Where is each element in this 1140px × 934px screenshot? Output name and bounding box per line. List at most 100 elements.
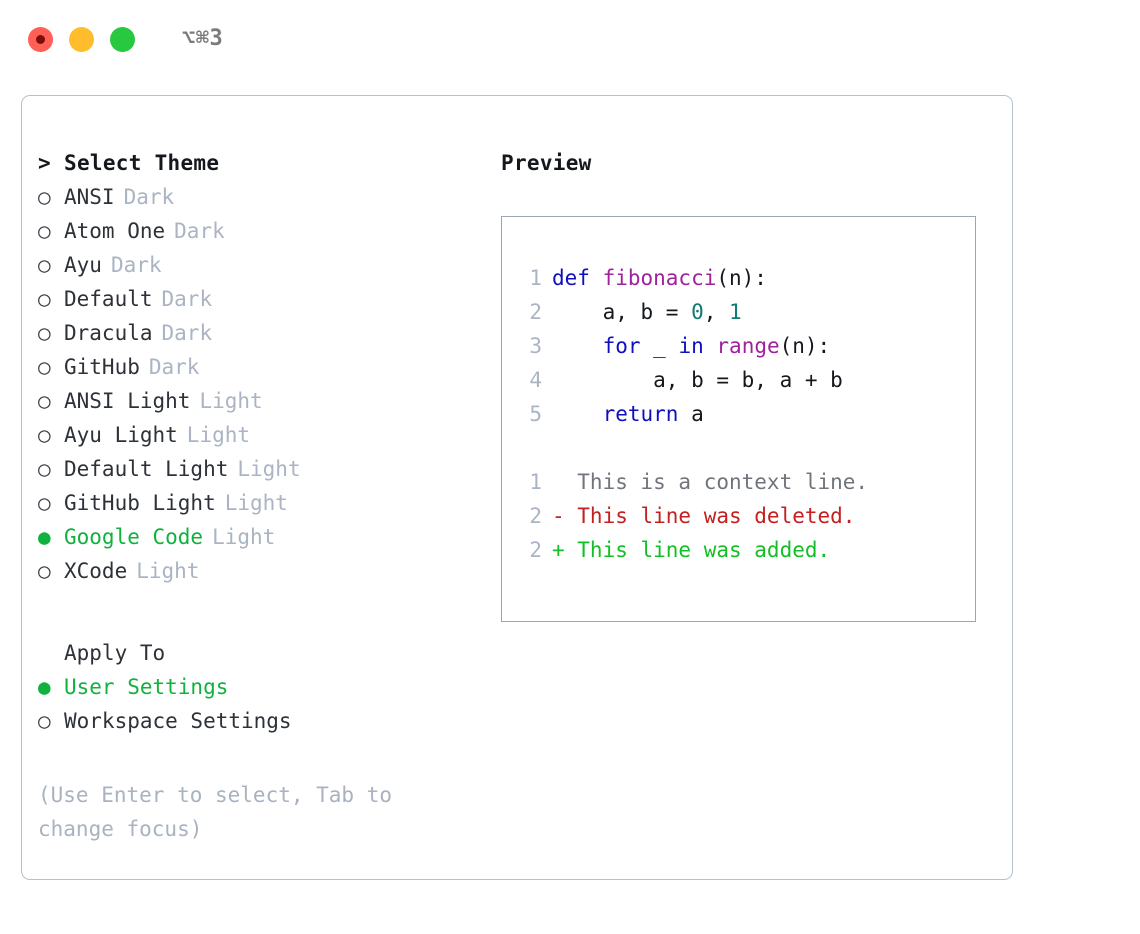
radio-unselected-icon[interactable]: ○ — [38, 321, 51, 345]
diff-line: 2 - This line was deleted. — [516, 499, 975, 533]
theme-name: GitHub — [64, 355, 140, 379]
code-token-plain: a, b = — [552, 300, 692, 324]
theme-variant-tag: Light — [212, 525, 276, 549]
code-token-kw: def — [552, 266, 603, 290]
diff-sample: 1 This is a context line. 2 - This line wa… — [516, 465, 975, 567]
radio-unselected-icon[interactable]: ○ — [38, 709, 51, 733]
line-number: 1 — [529, 266, 542, 290]
close-button[interactable] — [28, 26, 53, 52]
theme-name: GitHub Light — [64, 491, 216, 515]
line-number: 2 — [529, 504, 542, 528]
theme-list-item[interactable]: ● Google Code Light — [38, 520, 478, 554]
code-line: 2 a, b = 0, 1 — [516, 295, 975, 329]
code-line: 3 for _ in range(n): — [516, 329, 975, 363]
theme-list-item[interactable]: ○ ANSI Light Light — [38, 384, 478, 418]
theme-name: Default Light — [64, 457, 229, 481]
radio-unselected-icon[interactable]: ○ — [38, 491, 51, 515]
theme-variant-tag: Dark — [161, 287, 213, 311]
code-token-plain: (n): — [716, 266, 767, 290]
keyboard-shortcut-label: ⌥⌘3 — [182, 26, 224, 51]
apply-to-item[interactable]: ● User Settings — [38, 670, 478, 704]
radio-unselected-icon[interactable]: ○ — [38, 457, 51, 481]
code-token-plain: (n): — [779, 334, 831, 358]
diff-text-ctx: This is a context line. — [552, 470, 869, 494]
caret-icon: > — [38, 151, 51, 175]
radio-selected-icon[interactable]: ● — [38, 525, 51, 549]
diff-text-add: + This line was added. — [552, 538, 831, 562]
apply-to-item[interactable]: ○ Workspace Settings — [38, 704, 478, 738]
radio-unselected-icon[interactable]: ○ — [38, 559, 51, 583]
radio-unselected-icon[interactable]: ○ — [38, 389, 51, 413]
apply-to-label: User Settings — [64, 675, 229, 699]
apply-to-title: Apply To — [64, 641, 166, 665]
theme-list-item[interactable]: ○ Atom One Dark — [38, 214, 478, 248]
theme-picker-title: Select Theme — [64, 151, 220, 175]
radio-unselected-icon[interactable]: ○ — [38, 423, 51, 447]
radio-unselected-icon[interactable]: ○ — [38, 253, 51, 277]
code-token-plain: , — [703, 300, 730, 324]
code-token-fn: range — [716, 334, 780, 358]
code-text: return a — [552, 397, 704, 431]
code-token-kw: in — [678, 334, 704, 358]
preview-title: Preview — [501, 151, 592, 175]
radio-unselected-icon[interactable]: ○ — [38, 355, 51, 379]
theme-variant-tag: Light — [224, 491, 288, 515]
code-token-plain: a — [678, 402, 704, 426]
maximize-button[interactable] — [110, 26, 135, 52]
theme-list-item[interactable]: ○ Default Dark — [38, 282, 478, 316]
theme-variant-tag: Light — [237, 457, 301, 481]
code-token-plain — [704, 334, 717, 358]
theme-picker-heading: > Select Theme — [38, 146, 478, 180]
theme-variant-tag: Dark — [123, 185, 175, 209]
theme-variant-tag: Dark — [148, 355, 200, 379]
diff-line: 1 This is a context line. — [516, 465, 975, 499]
theme-name: Dracula — [64, 321, 153, 345]
radio-unselected-icon[interactable]: ○ — [38, 219, 51, 243]
code-token-fn: fibonacci — [602, 266, 717, 290]
theme-variant-tag: Light — [186, 423, 251, 447]
theme-name: Google Code — [64, 525, 204, 549]
radio-unselected-icon[interactable]: ○ — [38, 287, 51, 311]
code-line: 1 def fibonacci(n): — [516, 261, 975, 295]
keyboard-hint-text: (Use Enter to select, Tab to change focu… — [38, 783, 405, 841]
diff-line: 2+ This line was added. — [516, 533, 975, 567]
apply-to-label: Workspace Settings — [64, 709, 292, 733]
theme-variant-tag: Light — [199, 389, 263, 413]
radio-unselected-icon[interactable]: ○ — [38, 185, 51, 209]
minimize-button[interactable] — [69, 26, 94, 52]
line-number: 1 — [529, 470, 542, 494]
theme-list-item[interactable]: ○ GitHub Dark — [38, 350, 478, 384]
code-line: 4 a, b = b, a + b — [516, 363, 975, 397]
code-token-plain — [552, 402, 603, 426]
code-token-plain: a, b = b, a + b — [552, 368, 843, 392]
theme-list-item[interactable]: ○ Default Light Light — [38, 452, 478, 486]
theme-name: Default — [64, 287, 153, 311]
theme-variant-tag: Dark — [174, 219, 225, 243]
code-token-num: 1 — [729, 300, 742, 324]
hint-spacer — [38, 738, 478, 778]
apply-to-list: ● User Settings ○ Workspace Settings — [38, 670, 478, 738]
section-spacer — [38, 588, 478, 636]
code-token-num: 0 — [691, 300, 704, 324]
apply-to-heading: Apply To — [38, 636, 478, 670]
code-token-plain — [552, 334, 603, 358]
code-text: for _ in range(n): — [552, 329, 831, 363]
theme-name: Atom One — [64, 219, 166, 243]
theme-list-item[interactable]: ○ GitHub Light Light — [38, 486, 478, 520]
theme-name: Ayu — [64, 253, 102, 277]
line-number: 2 — [529, 300, 542, 324]
theme-name: ANSI Light — [64, 389, 191, 413]
radio-selected-icon[interactable]: ● — [38, 675, 51, 699]
theme-variant-tag: Light — [136, 559, 200, 583]
diff-text-del: - This line was deleted. — [552, 504, 856, 528]
